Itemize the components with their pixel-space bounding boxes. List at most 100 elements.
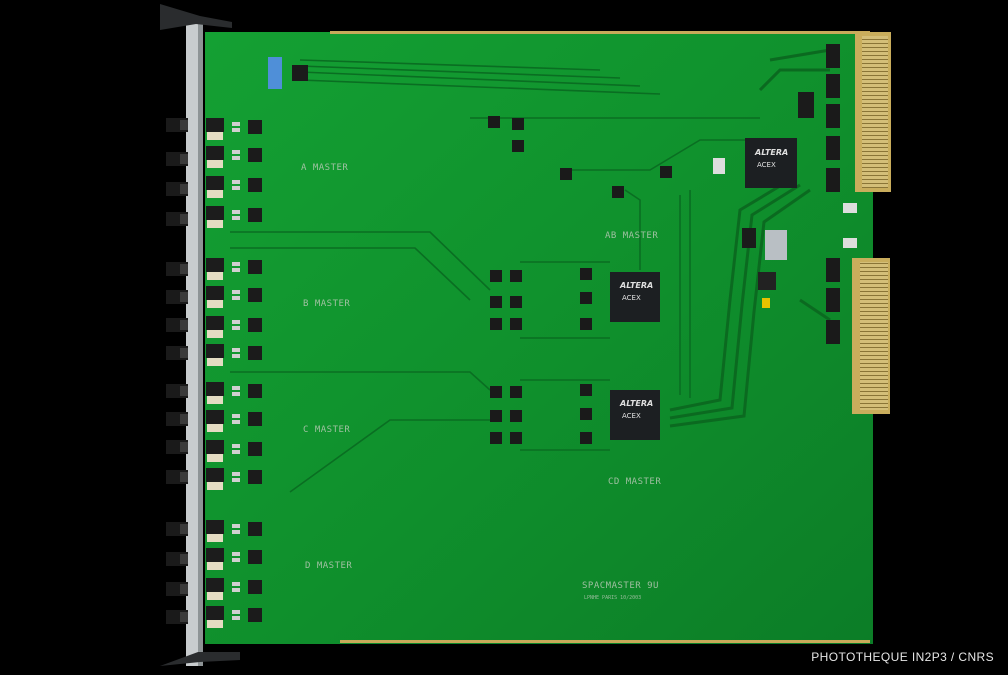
lemo-connector-ring [180, 154, 188, 164]
small-ic [510, 296, 522, 308]
label-a-master: A MASTER [301, 163, 348, 173]
front-end-chip [248, 384, 262, 398]
lemo-connector-ring [180, 584, 188, 594]
bus-buffer-ic [826, 258, 840, 282]
lemo-connector-ring [180, 184, 188, 194]
resistor [232, 128, 240, 132]
small-ic [510, 318, 522, 330]
resistor [232, 348, 240, 352]
signal-transformer [206, 578, 224, 592]
small-ic [490, 386, 502, 398]
front-end-chip [248, 550, 262, 564]
small-ic [510, 432, 522, 444]
small-ic [510, 386, 522, 398]
front-panel [160, 4, 240, 666]
bus-buffers [826, 44, 840, 344]
resistor [232, 122, 240, 126]
resistor [232, 558, 240, 562]
label-c-master: C MASTER [303, 425, 350, 435]
pcb-traces [230, 59, 760, 493]
resistor [232, 290, 240, 294]
bottom-edge-gold [340, 640, 870, 643]
bus-buffer-ic [826, 136, 840, 160]
resistor [232, 530, 240, 534]
signal-transformer [206, 118, 224, 132]
resistor [232, 156, 240, 160]
signal-transformer [206, 548, 224, 562]
front-end-chip [248, 580, 262, 594]
label-board-sub: LPNHE PARIS 10/2003 [584, 595, 641, 601]
signal-transformer [206, 606, 224, 620]
front-end-chip [248, 412, 262, 426]
crystal-oscillator [765, 230, 787, 260]
transformer-label [207, 358, 223, 366]
resistor [232, 524, 240, 528]
lemo-connector-ring [180, 442, 188, 452]
front-end-chip [248, 208, 262, 222]
transformer-label [207, 454, 223, 462]
small-ic [510, 270, 522, 282]
resistor [232, 186, 240, 190]
signal-transformer [206, 520, 224, 534]
signal-transformer [206, 344, 224, 358]
small-ic [580, 384, 592, 396]
resistor [232, 216, 240, 220]
top-ejector-handle [160, 4, 232, 30]
label-ab-master: AB MASTER [605, 231, 658, 241]
lemo-connector-ring [180, 386, 188, 396]
misc-components [268, 57, 857, 308]
bus-buffer-ic [826, 288, 840, 312]
lemo-connector-ring [180, 612, 188, 622]
small-ic [512, 118, 524, 130]
front-end-chip [248, 442, 262, 456]
transformer-label [207, 562, 223, 570]
backplane-connector-bottom [852, 258, 890, 414]
signal-transformer [206, 440, 224, 454]
resistor [232, 414, 240, 418]
resistor [232, 616, 240, 620]
signal-transformer [206, 468, 224, 482]
front-end-chip [248, 346, 262, 360]
front-end-chip [248, 522, 262, 536]
tantalum-capacitor [762, 298, 770, 308]
small-ic [512, 140, 524, 152]
small-ic [580, 432, 592, 444]
resistor [232, 552, 240, 556]
signal-transformer [206, 316, 224, 330]
transformer-label [207, 424, 223, 432]
resistor [232, 320, 240, 324]
front-end-chip [248, 260, 262, 274]
svg-text:ACEX: ACEX [622, 412, 641, 420]
front-end-chip [248, 608, 262, 622]
transformer-label [207, 592, 223, 600]
small-ic [488, 116, 500, 128]
signal-transformer [206, 286, 224, 300]
resistor [232, 326, 240, 330]
lemo-connector-ring [180, 414, 188, 424]
small-ic [580, 408, 592, 420]
lemo-connector-ring [180, 292, 188, 302]
lemo-connector-ring [180, 348, 188, 358]
small-ic [490, 270, 502, 282]
small-ic [580, 292, 592, 304]
photo-credit: PHOTOTHEQUE IN2P3 / CNRS [811, 650, 994, 664]
bus-buffer-ic [826, 320, 840, 344]
lemo-connector-ring [180, 320, 188, 330]
front-end-chip [248, 470, 262, 484]
lemo-connector-ring [180, 214, 188, 224]
backplane-connector-top [855, 32, 891, 192]
bus-buffer-ic [826, 168, 840, 192]
resistor [232, 610, 240, 614]
lemo-connector-ring [180, 264, 188, 274]
bus-buffer-ic [826, 104, 840, 128]
resistor [232, 582, 240, 586]
small-chips [488, 116, 672, 444]
small-ic [580, 268, 592, 280]
resistor [232, 180, 240, 184]
small-ic [490, 296, 502, 308]
resistor [232, 262, 240, 266]
transformer-label [207, 482, 223, 490]
signal-transformer [206, 146, 224, 160]
label-board-name: SPACMASTER 9U [582, 581, 659, 591]
transformer-label [207, 160, 223, 168]
